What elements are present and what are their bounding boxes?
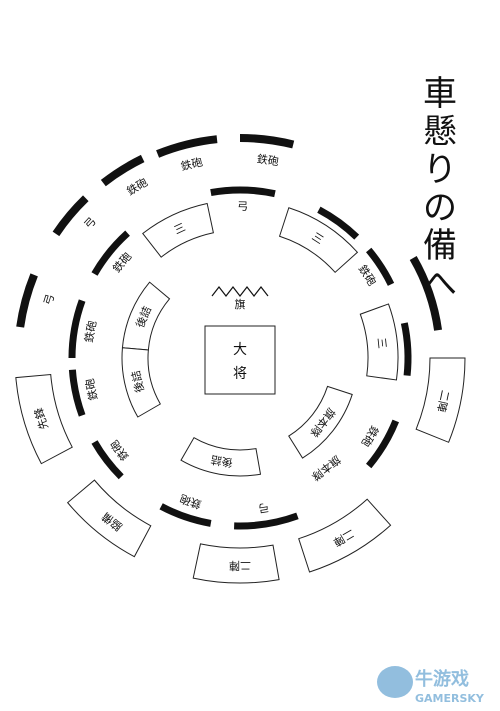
outer-box-label: 二陣 — [434, 389, 451, 413]
outer-bar-label: 鉄砲 — [179, 154, 204, 173]
middle-bar — [366, 247, 395, 286]
outer-bar — [240, 134, 295, 149]
outer-box-vanguard — [15, 374, 73, 465]
inner-extra-label: 旗本隊 — [309, 453, 344, 484]
outer-bar — [409, 256, 443, 331]
outer-bar-label: 弓 — [41, 293, 57, 307]
outer-box-label: 二陣 — [229, 559, 251, 572]
watermark-en: GAMERSKY — [415, 692, 485, 705]
middle-box-label: 三 — [375, 337, 389, 349]
middle-bar — [159, 503, 212, 527]
middle-bar-label: 鉄砲 — [107, 438, 131, 464]
outer-box-second-br — [298, 498, 392, 573]
inner-box-label: 後詰 — [210, 453, 234, 471]
middle-bar — [366, 419, 400, 469]
outer-box-label: 先鋒 — [31, 406, 51, 431]
middle-bar — [68, 299, 86, 358]
general-label-1: 大 — [233, 342, 247, 358]
middle-bar — [317, 206, 360, 240]
inner-box — [121, 347, 162, 418]
outer-bar — [156, 135, 218, 158]
outer-bar-label: 鉄砲 — [124, 175, 150, 198]
inner-box — [288, 385, 353, 459]
title-char: 懸 — [423, 112, 457, 152]
middle-bar — [91, 440, 124, 480]
middle-bar-label: 弓 — [257, 500, 270, 515]
flag-marker: 旗 — [211, 286, 269, 311]
outer-bar — [16, 273, 38, 328]
middle-bar — [68, 369, 86, 417]
middle-bar — [210, 186, 276, 198]
outer-bar-label: 鉄砲 — [256, 151, 280, 168]
outer-box-second-bottom — [192, 543, 280, 584]
general-label-2: 将 — [233, 366, 247, 382]
middle-box — [278, 207, 359, 274]
inner-box-label: 後詰 — [128, 369, 147, 394]
middle-bar-label: 鉄砲 — [178, 492, 203, 512]
outer-bar-label: 弓 — [82, 215, 99, 232]
formation-rings: 鉄砲鉄砲鉄砲弓弓先鋒二陣二陣二陣脇備鉄砲弓鉄砲鉄砲鉄砲鉄砲鉄砲鉄砲弓鉄砲鉄砲三三… — [15, 134, 466, 584]
outer-bar — [52, 195, 89, 237]
title-char: の — [423, 188, 457, 228]
title-char: り — [423, 150, 457, 190]
middle-bar — [91, 230, 130, 276]
zigzag-icon — [211, 286, 269, 297]
middle-bar-label: 鉄砲 — [359, 423, 382, 449]
middle-box — [142, 202, 214, 258]
middle-bar-label: 鉄砲 — [82, 320, 100, 344]
middle-bar-label: 鉄砲 — [82, 377, 100, 401]
title-char: 備 — [423, 226, 457, 266]
middle-box — [359, 303, 399, 381]
middle-bar — [234, 512, 299, 530]
watermark: 牛游戏 GAMERSKY — [377, 666, 485, 705]
title: 車 懸 り の 備 へ — [423, 74, 457, 304]
middle-box-label: 三 — [172, 221, 187, 237]
title-char: 車 — [423, 74, 457, 114]
middle-bar-label: 鉄砲 — [356, 262, 380, 288]
inner-box — [180, 436, 262, 477]
flag-label: 旗 — [235, 297, 246, 311]
outer-bar — [100, 154, 145, 187]
inner-box — [121, 281, 171, 351]
outer-box-second-right — [415, 357, 466, 443]
watermark-cn: 牛游戏 — [415, 668, 469, 690]
watermark-logo-icon — [377, 666, 413, 698]
outer-box-flank — [66, 479, 152, 558]
middle-bar-label: 鉄砲 — [110, 249, 135, 275]
general-frame — [204, 325, 276, 395]
middle-bar-label: 弓 — [237, 200, 248, 213]
middle-bar — [400, 322, 412, 376]
general-box: 大 将 — [204, 325, 276, 395]
